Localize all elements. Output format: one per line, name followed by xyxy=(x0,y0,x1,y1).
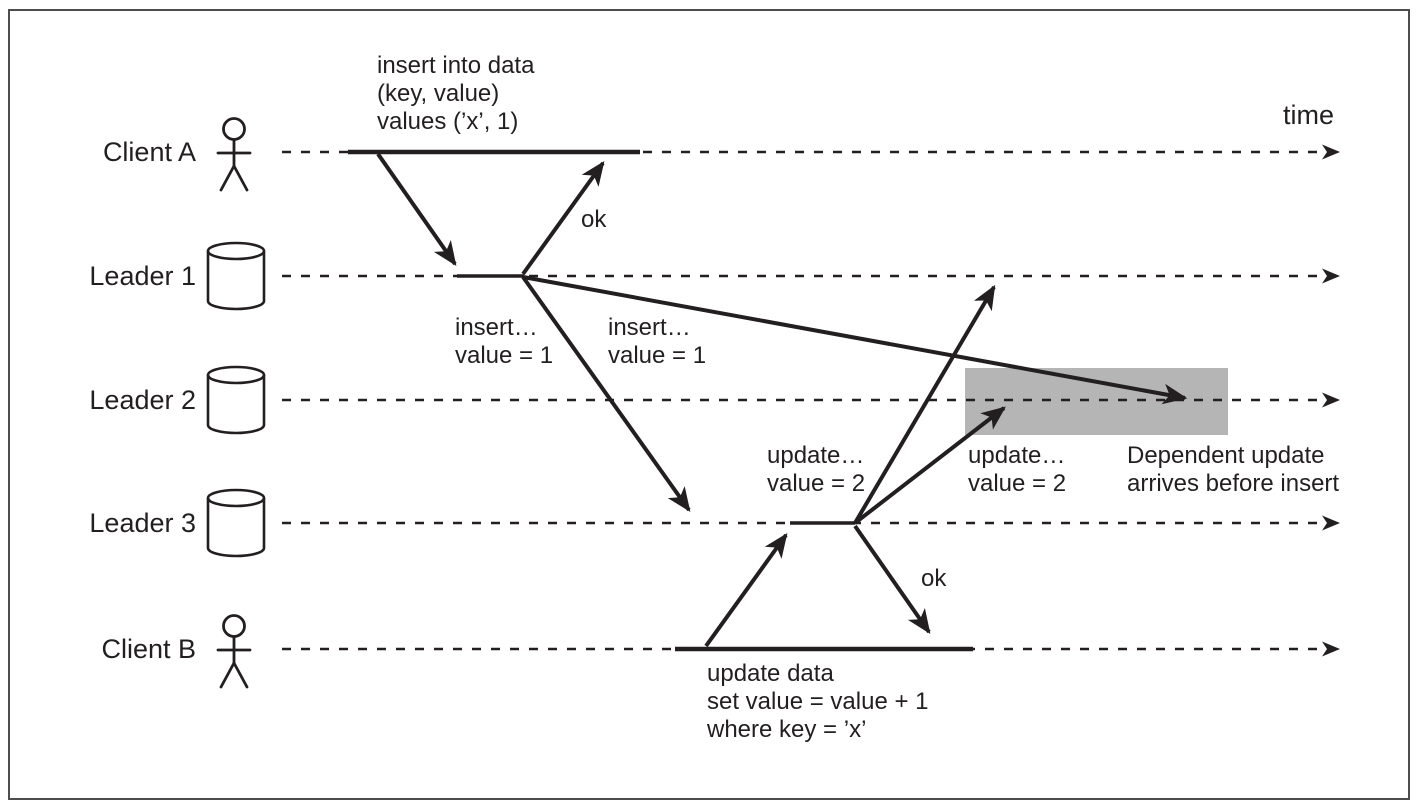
arrow-insert-leader1-to-leader3 xyxy=(521,275,691,512)
person-icon xyxy=(216,614,252,689)
row-label-client-b: Client B xyxy=(101,634,196,664)
arrow-ok-leader3-to-clientb xyxy=(853,524,931,634)
row-label-client-a: Client A xyxy=(102,137,196,167)
ok-reply-client-a: ok xyxy=(581,206,607,233)
update-message-label-leader1: update… value = 2 xyxy=(767,442,866,497)
timeline-arrow-tips xyxy=(1322,144,1340,657)
timeline-arrowhead-icon xyxy=(1322,392,1340,408)
insert-message-label-leader2: insert… value = 1 xyxy=(608,314,707,369)
timeline-arrowhead-icon xyxy=(1322,144,1340,160)
figure-border xyxy=(8,9,1410,800)
arrow-ok-leader1-to-clienta xyxy=(521,161,605,276)
arrow-update-leader3-to-leader2 xyxy=(853,406,1006,525)
message-arrows xyxy=(376,152,1188,648)
timeline-arrowhead-icon xyxy=(1322,515,1340,531)
row-label-leader-1: Leader 1 xyxy=(89,261,196,291)
insert-message-label-leader3: insert… value = 1 xyxy=(455,314,554,369)
arrow-update-clientb-to-leader3 xyxy=(704,533,788,648)
timeline-arrowhead-icon xyxy=(1322,641,1340,657)
arrow-update-leader3-to-leader1 xyxy=(853,284,996,525)
arrow-insert-leader1-to-leader2 xyxy=(522,275,1188,405)
ok-reply-client-b: ok xyxy=(921,565,947,592)
arrow-insert-clienta-to-leader1 xyxy=(376,152,457,266)
insert-query-text: insert into data (key, value) values (’x… xyxy=(377,52,535,135)
update-query-text: update data set value = value + 1 where … xyxy=(707,660,929,743)
dependent-update-note: Dependent update arrives before insert xyxy=(1127,442,1340,497)
database-icon xyxy=(206,241,266,311)
person-icon xyxy=(216,117,252,192)
database-icon xyxy=(206,365,266,435)
update-message-label-leader2: update… value = 2 xyxy=(968,442,1067,497)
row-label-leader-3: Leader 3 xyxy=(89,508,196,538)
time-axis-label: time xyxy=(1283,100,1335,130)
timeline-arrowhead-icon xyxy=(1322,268,1340,284)
dependent-update-highlight xyxy=(965,368,1228,435)
activity-segments xyxy=(348,149,973,652)
database-icons xyxy=(206,241,266,558)
database-icon xyxy=(206,488,266,558)
row-label-leader-2: Leader 2 xyxy=(89,385,196,415)
